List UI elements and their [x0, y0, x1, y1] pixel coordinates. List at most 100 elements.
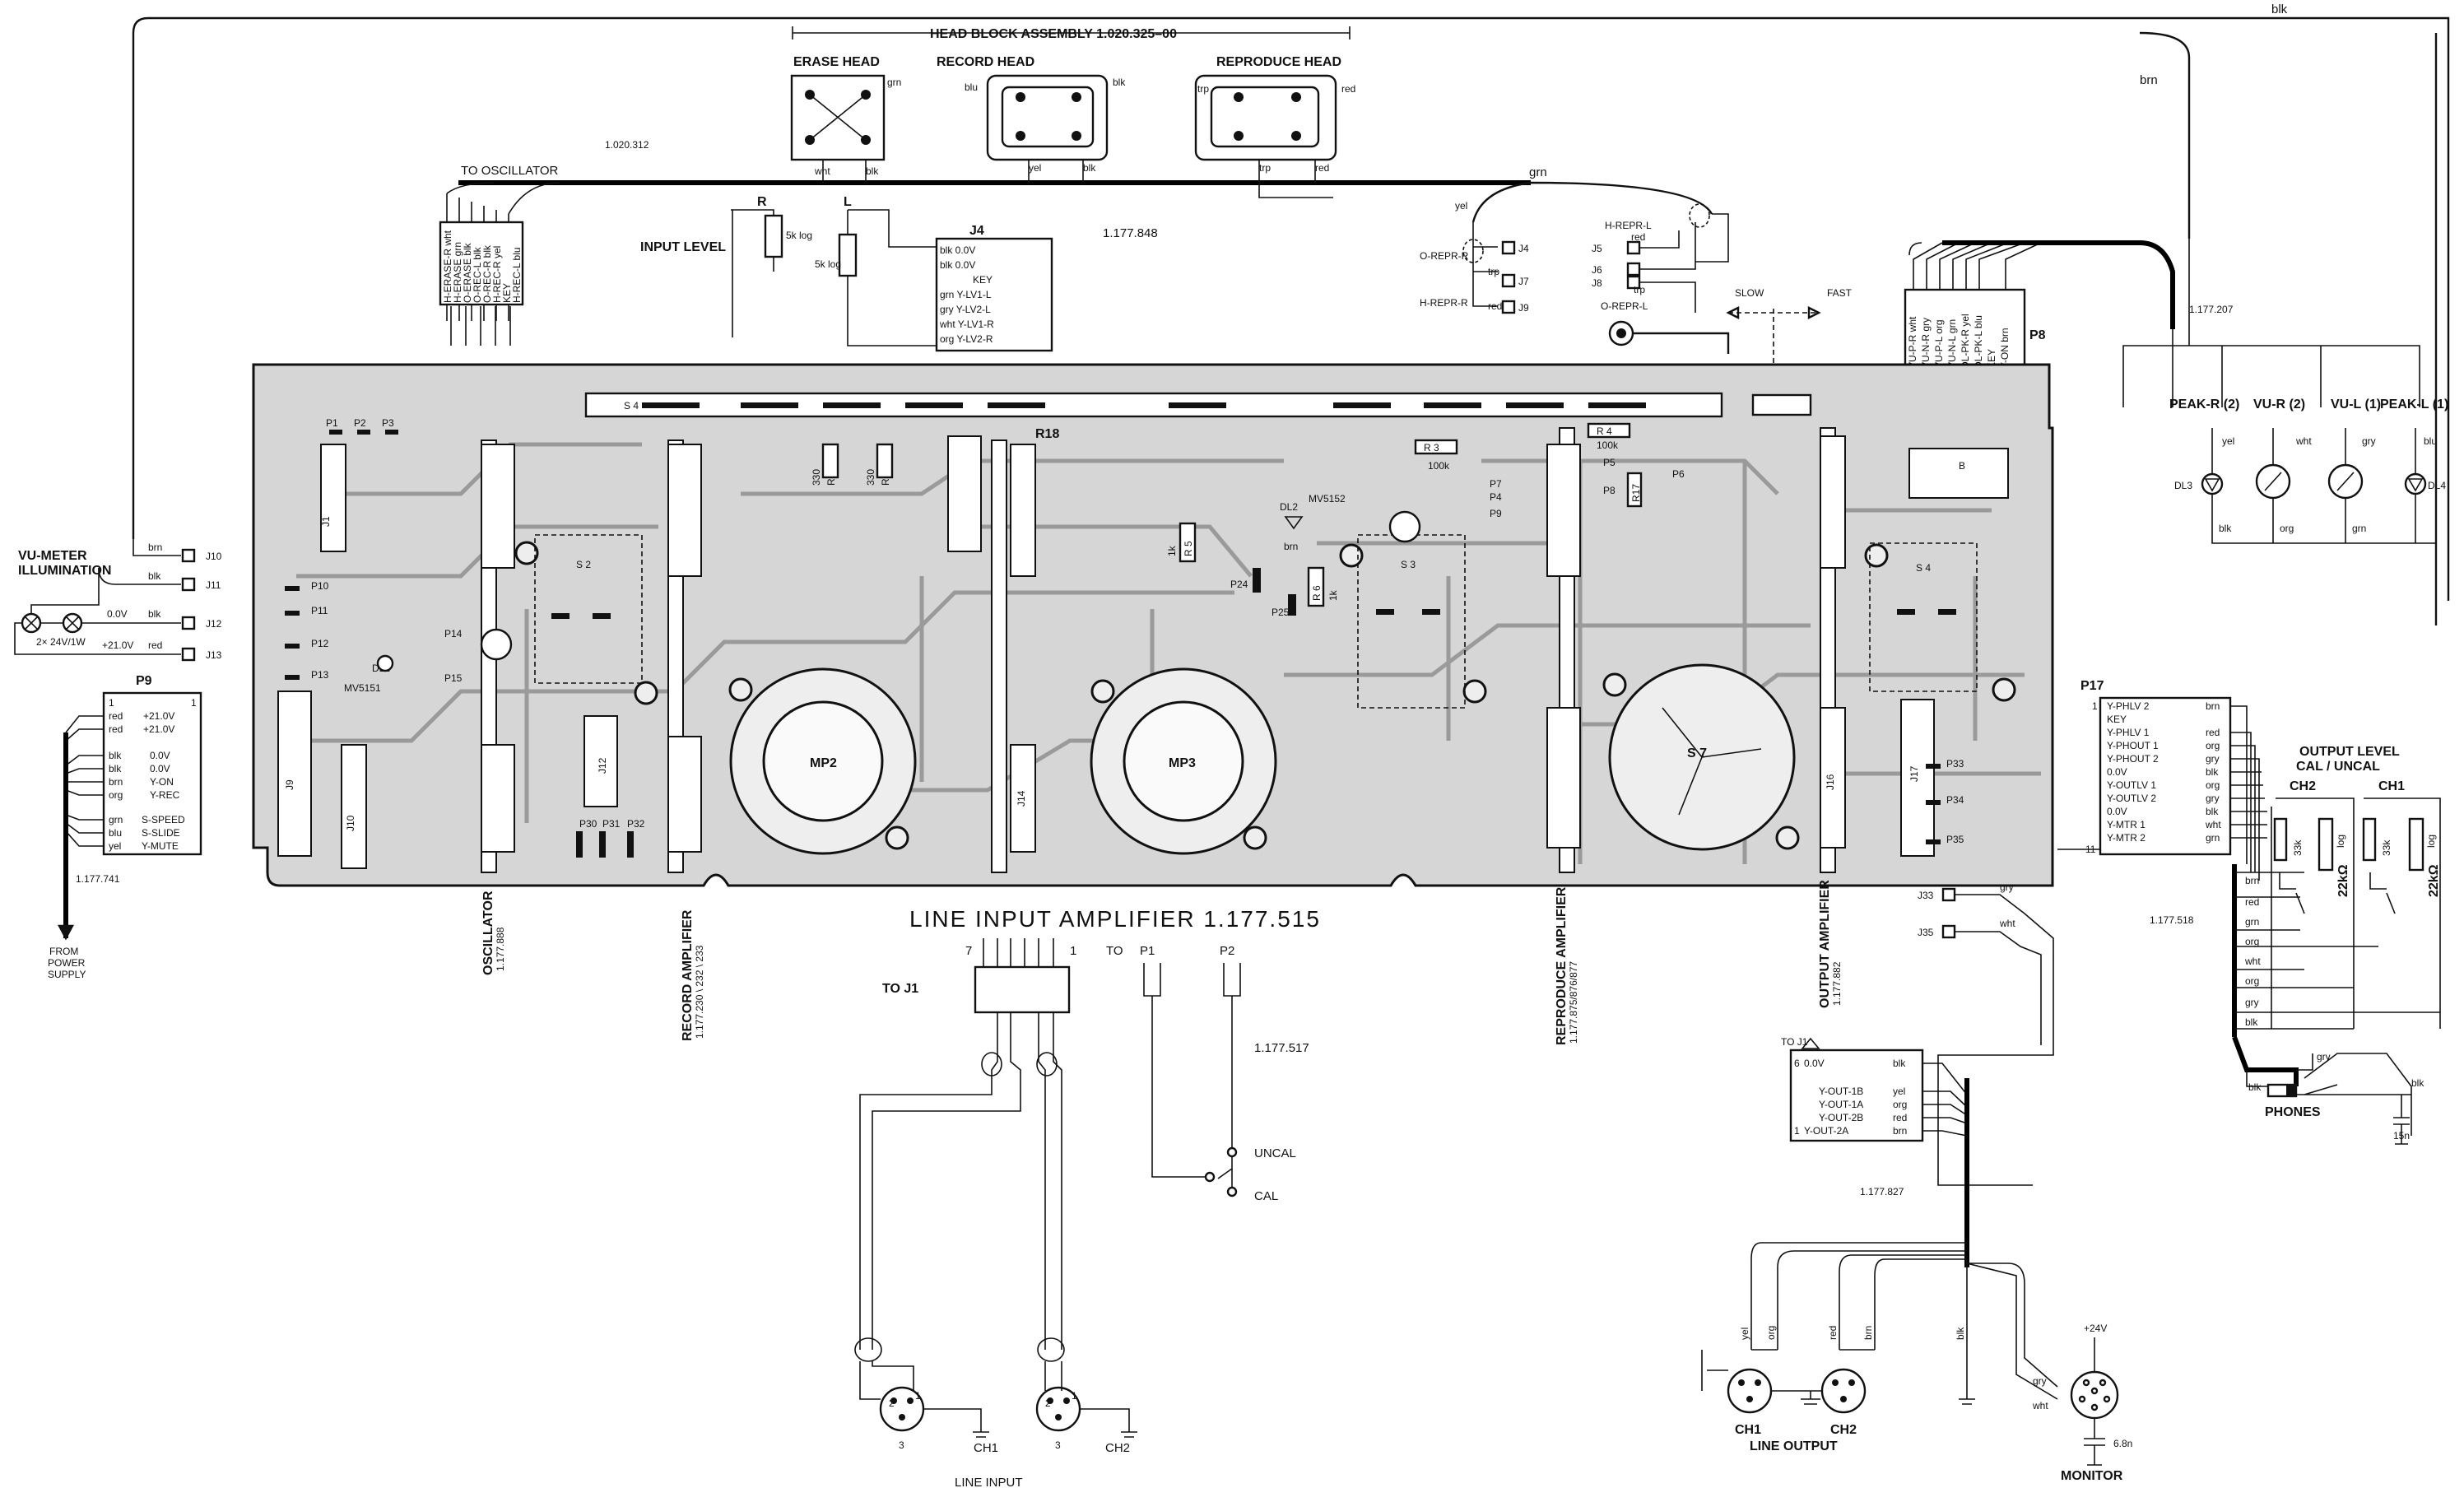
- svg-text:brn: brn: [2245, 875, 2259, 886]
- output-to-j1-connector: [1789, 1049, 1924, 1142]
- svg-text:blk: blk: [148, 570, 161, 582]
- svg-text:red: red: [1631, 231, 1645, 243]
- top-wire-brn-label: brn: [2140, 73, 2158, 87]
- line-input-amplifier-title: LINE INPUT AMPLIFIER 1.177.515: [909, 906, 1321, 932]
- svg-text:P4: P4: [1490, 491, 1502, 503]
- svg-text:P5: P5: [1603, 457, 1616, 468]
- svg-text:Y-OUT-2A: Y-OUT-2A: [1804, 1125, 1848, 1137]
- svg-text:S 4: S 4: [1916, 562, 1931, 574]
- svg-text:DL4: DL4: [2428, 480, 2446, 491]
- svg-text:0.0V: 0.0V: [2107, 806, 2127, 817]
- svg-text:S 7: S 7: [1687, 746, 1707, 760]
- svg-text:red: red: [1315, 162, 1329, 174]
- svg-text:1: 1: [191, 697, 197, 709]
- svg-text:blk: blk: [109, 763, 122, 774]
- svg-text:brn: brn: [1284, 541, 1298, 552]
- svg-text:Y-OUTLV 1: Y-OUTLV 1: [2107, 779, 2156, 791]
- svg-text:FROM: FROM: [49, 946, 78, 957]
- svg-text:J7: J7: [1518, 276, 1529, 287]
- svg-text:33k: 33k: [2381, 839, 2392, 856]
- svg-text:3: 3: [899, 1439, 904, 1451]
- svg-text:grn: grn: [2245, 916, 2259, 928]
- line-input-amplifier: LINE INPUT AMPLIFIER 1.177.515 7 1 TO J1…: [854, 906, 1321, 1488]
- svg-text:0.0V: 0.0V: [107, 608, 128, 620]
- svg-text:100k: 100k: [1428, 460, 1450, 472]
- svg-text:H-ERASE-R wht: H-ERASE-R wht: [442, 230, 453, 303]
- svg-text:red: red: [109, 710, 123, 722]
- svg-text:1.177.517: 1.177.517: [1254, 1041, 1309, 1055]
- svg-text:P2: P2: [1220, 944, 1234, 958]
- svg-text:blu: blu: [965, 81, 978, 93]
- svg-text:red: red: [1341, 83, 1355, 95]
- svg-text:gry: gry: [2317, 1051, 2331, 1063]
- svg-text:DL-PK-L blu: DL-PK-L blu: [1973, 315, 1984, 369]
- svg-text:blk: blk: [1955, 1327, 1966, 1340]
- svg-text:P32: P32: [627, 818, 645, 830]
- svg-text:VU-METER: VU-METER: [18, 549, 87, 563]
- p8-connector: P8 VU-P-R wht VU-N-R gry VU-P-L org VU-N…: [1904, 240, 2234, 387]
- svg-text:O-REC-R blk: O-REC-R blk: [481, 244, 493, 303]
- svg-text:J13: J13: [206, 649, 222, 661]
- svg-text:red: red: [1827, 1326, 1839, 1340]
- svg-text:grn: grn: [2206, 832, 2220, 844]
- svg-text:J16: J16: [1825, 774, 1836, 790]
- svg-text:O-REPR-L: O-REPR-L: [1601, 300, 1648, 312]
- svg-text:CH2: CH2: [2290, 779, 2316, 793]
- svg-text:S-SLIDE: S-SLIDE: [142, 827, 180, 839]
- svg-text:DL-PK-R yel: DL-PK-R yel: [1960, 314, 1971, 369]
- svg-text:brn: brn: [1862, 1326, 1874, 1340]
- svg-text:Y-MTR 2: Y-MTR 2: [2107, 832, 2146, 844]
- svg-text:P1: P1: [326, 417, 338, 429]
- svg-text:PEAK-L (1): PEAK-L (1): [2380, 398, 2448, 412]
- svg-text:0.0V: 0.0V: [150, 750, 170, 761]
- svg-text:MONITOR: MONITOR: [2061, 1469, 2123, 1483]
- svg-text:brn: brn: [109, 776, 123, 788]
- svg-text:Y-PHOUT 1: Y-PHOUT 1: [2107, 740, 2159, 751]
- input-pot-l: [838, 233, 858, 277]
- svg-text:P35: P35: [1946, 834, 1964, 845]
- svg-text:org: org: [2245, 975, 2259, 987]
- svg-text:KEY: KEY: [501, 283, 513, 303]
- svg-text:J33: J33: [1918, 890, 1934, 901]
- svg-text:brn: brn: [148, 542, 162, 553]
- svg-text:VU-N-L grn: VU-N-L grn: [1946, 319, 1958, 369]
- svg-text:UNCAL: UNCAL: [1254, 1146, 1296, 1160]
- svg-text:blu: blu: [109, 827, 122, 839]
- svg-text:Y-PHOUT 2: Y-PHOUT 2: [2107, 753, 2159, 765]
- svg-text:TO: TO: [1106, 944, 1123, 958]
- svg-text:P8: P8: [1603, 485, 1616, 496]
- oscillator-cable-part: 1.020.312: [605, 139, 649, 151]
- svg-text:TO J1: TO J1: [882, 982, 918, 996]
- svg-text:P31: P31: [602, 818, 621, 830]
- svg-text:brn: brn: [1893, 1125, 1907, 1137]
- svg-text:1.177.875/876/877: 1.177.875/876/877: [1568, 961, 1579, 1044]
- vu-meters-panel: PEAK-R (2) VU-R (2) VU-L (1) PEAK-L (1) …: [2122, 239, 2448, 544]
- oscillator-connector: [439, 221, 524, 306]
- svg-text:P14: P14: [444, 628, 463, 639]
- svg-text:POWER: POWER: [48, 957, 86, 969]
- svg-text:MV5152: MV5152: [1309, 493, 1346, 505]
- svg-text:gry: gry: [2206, 793, 2220, 804]
- svg-text:Y-OUTLV 2: Y-OUTLV 2: [2107, 793, 2156, 804]
- svg-text:blk: blk: [2245, 1016, 2258, 1028]
- svg-text:P11: P11: [311, 605, 328, 616]
- svg-text:P10: P10: [311, 580, 329, 592]
- svg-text:ILLUMINATION: ILLUMINATION: [18, 564, 111, 578]
- svg-text:1.177.888: 1.177.888: [495, 927, 506, 971]
- svg-text:J11: J11: [206, 579, 221, 591]
- svg-text:100k: 100k: [1597, 439, 1619, 451]
- svg-text:Y-ON: Y-ON: [150, 776, 174, 788]
- svg-text:grn: grn: [2352, 523, 2366, 534]
- svg-text:blk: blk: [2206, 766, 2219, 778]
- svg-text:J5: J5: [1592, 243, 1602, 254]
- svg-text:1: 1: [109, 697, 114, 709]
- input-level-block: INPUT LEVEL R L 5k log 5k log J4 blk 0.0…: [640, 195, 1158, 352]
- svg-text:P3: P3: [382, 417, 394, 429]
- svg-text:gry: gry: [2362, 435, 2376, 447]
- svg-text:1k: 1k: [1327, 589, 1339, 601]
- svg-text:P6: P6: [1672, 468, 1685, 480]
- svg-text:grn: grn: [887, 77, 901, 88]
- svg-text:P2: P2: [354, 417, 366, 429]
- svg-text:VU-R (2): VU-R (2): [2253, 398, 2305, 412]
